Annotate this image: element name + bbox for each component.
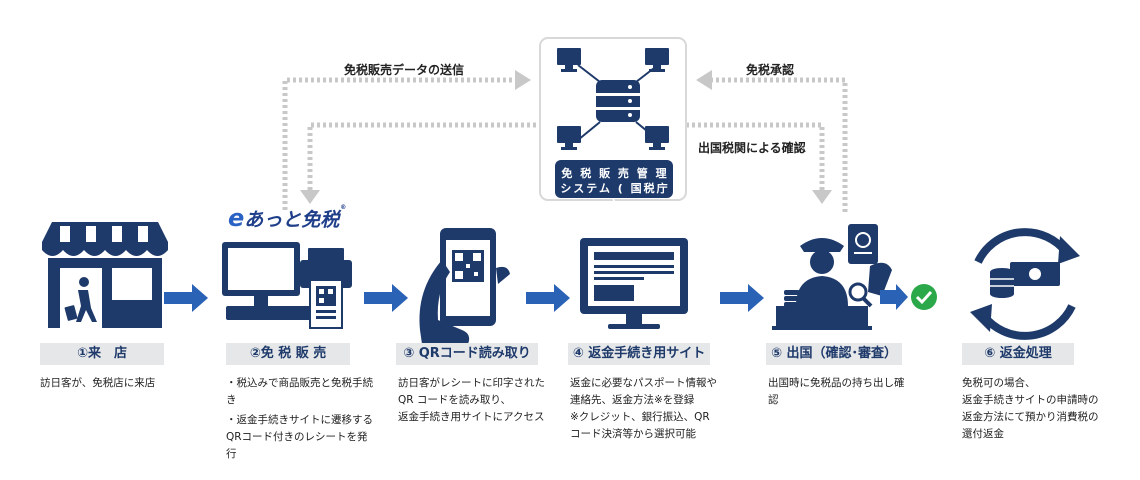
logo-e: e xyxy=(228,204,245,232)
step-2-title: ②免 税 販 売 xyxy=(226,343,350,365)
customs-officer-icon xyxy=(772,224,892,330)
step-3-desc-line: 訪日客がレシートに印字された xyxy=(398,377,545,389)
smartphone-qr-icon xyxy=(419,228,510,344)
website-monitor-icon xyxy=(580,238,688,329)
step-3-desc-line: QR コードを読み取り、 xyxy=(398,394,511,406)
sales-data-label: 免税販売データの送信 xyxy=(344,63,465,77)
customs-path xyxy=(686,122,825,190)
logo-mark: ® xyxy=(340,204,347,211)
receipt-qr xyxy=(316,286,336,319)
step-1-title: ①来 店 xyxy=(40,343,164,365)
arrow-right-icon xyxy=(164,284,208,312)
step-5-desc-line: 出国時に免税品の持ち出し確認 xyxy=(768,377,905,406)
step-6-desc-line: 免税可の場合、 xyxy=(962,377,1036,389)
arrow-right-icon xyxy=(364,284,408,312)
step-3-desc-line: 返金手続き用サイトにアクセス xyxy=(398,411,545,423)
store-icon xyxy=(42,222,168,328)
monitor-icon xyxy=(557,126,581,150)
step-4-desc: 返金に必要なパスポート情報や 連絡先、返金方法※を登録 ※クレジット、銀行振込、… xyxy=(570,375,718,443)
sales-data-path xyxy=(282,77,515,210)
monitor-icon xyxy=(557,48,581,72)
system-title-line1: 免 税 販 売 管 理 xyxy=(561,167,669,180)
arrow-right-icon xyxy=(880,284,908,310)
step-6-desc-line: 返金手続きサイトの申請時の xyxy=(962,394,1099,406)
step-4-desc-line: 返金に必要なパスポート情報や xyxy=(570,377,717,389)
system-label-bg xyxy=(555,160,673,198)
step-2-desc-line: ・税込みで商品販売と免税手続き xyxy=(226,377,373,406)
step-4-desc-line: 連絡先、返金方法※を登録 xyxy=(570,394,695,406)
system-title: 免 税 販 売 管 理 システム ( 国税庁 ) xyxy=(560,166,670,211)
customs-check-label: 出国税関による確認 xyxy=(698,141,806,155)
approval-label: 免税承認 xyxy=(746,63,795,77)
dotted-arrowheads xyxy=(300,70,832,204)
flow-arrows xyxy=(164,284,908,312)
refund-cycle-icon xyxy=(970,228,1080,340)
step-1-desc: 訪日客が、免税店に来店 xyxy=(40,375,180,395)
arrowhead-down-customs xyxy=(812,190,832,204)
step-1-desc-line: 訪日客が、免税店に来店 xyxy=(40,377,156,389)
arrow-right-icon xyxy=(720,284,764,312)
monitor-icon xyxy=(645,126,669,150)
step-3-title: ③ QRコード読み取り xyxy=(396,343,538,365)
step-6-desc: 免税可の場合、 返金手続きサイトの申請時の 返金方法にて預かり消費税の 還付返金 xyxy=(962,375,1112,443)
arrowhead-down-sales xyxy=(300,190,320,204)
step-6-title: ⑥ 返金処理 xyxy=(962,343,1074,365)
approval-path xyxy=(712,77,848,212)
check-icon xyxy=(911,284,937,310)
system-box xyxy=(539,37,687,201)
system-title-line2: システム ( 国税庁 ) xyxy=(560,182,670,210)
dotted-flow-lines xyxy=(282,77,848,212)
step-3-desc: 訪日客がレシートに印字された QR コードを読み取り、 返金手続き用サイトにアク… xyxy=(398,375,548,426)
step-2-desc-line: ・返金手続きサイトに遷移する QRコード付きのレシートを発行 xyxy=(226,414,384,460)
logo-text: あっと免税 xyxy=(244,209,340,231)
database-icon xyxy=(596,80,640,122)
arrow-right-icon xyxy=(526,284,570,312)
step-6-desc-line: 返金方法にて預かり消費税の xyxy=(962,411,1099,423)
eatto-menzei-logo: eあっと免税® xyxy=(228,204,346,232)
return-to-sales-path xyxy=(307,122,542,190)
arrowhead-right-sales xyxy=(515,70,531,90)
step-4-desc-line: ※クレジット、銀行振込、QRコード決済等から選択可能 xyxy=(570,411,710,440)
arrowhead-left-approval xyxy=(696,70,712,90)
step-6-desc-line: 還付返金 xyxy=(962,428,1004,440)
step-4-title: ④ 返金手続き用サイト xyxy=(568,343,710,365)
step-5-desc: 出国時に免税品の持ち出し確認 xyxy=(768,375,906,409)
monitor-icon xyxy=(645,48,669,72)
pos-terminal-icon xyxy=(222,242,352,329)
step-2-desc: ・税込みで商品販売と免税手続き ・返金手続きサイトに遷移する QRコード付きのレ… xyxy=(226,375,384,466)
step-5-title: ⑤ 出国（確認･審査） xyxy=(766,343,902,365)
